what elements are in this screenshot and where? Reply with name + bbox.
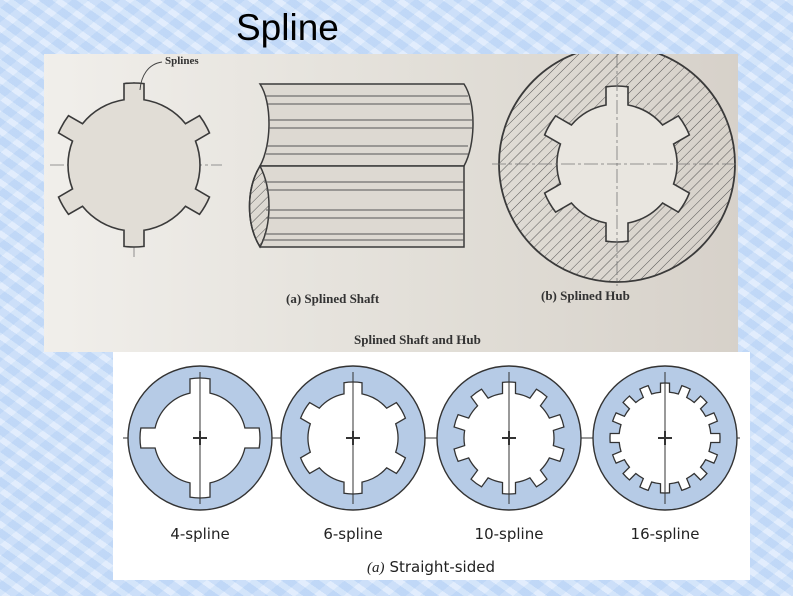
spline-hub-4 xyxy=(127,365,273,511)
straight-sided-spline-profiles: 4-spline 6-spline 10-spline 16-spline (a… xyxy=(113,352,750,580)
shaft-end-view xyxy=(50,82,222,259)
caption-text: Straight-sided xyxy=(389,558,495,576)
caption-splined-hub: (b) Splined Hub xyxy=(541,288,630,303)
splined-shaft-hub-scan: Splines (a) Splined Shaft (b) Splined xyxy=(44,54,738,352)
caption-splined-shaft-and-hub: Splined Shaft and Hub xyxy=(354,332,481,347)
center-cross xyxy=(658,431,672,445)
scan-figure-svg: Splines (a) Splined Shaft (b) Splined xyxy=(50,54,738,347)
profile-label-10-spline: 10-spline xyxy=(475,525,544,543)
center-cross xyxy=(346,431,360,445)
shaft-side-view xyxy=(248,83,474,249)
spline-hub-16 xyxy=(592,365,738,511)
profile-label-6-spline: 6-spline xyxy=(323,525,382,543)
spline-hub-6 xyxy=(280,365,426,511)
profile-label-16-spline: 16-spline xyxy=(631,525,700,543)
spline-profiles-svg: 4-spline 6-spline 10-spline 16-spline (a… xyxy=(123,365,740,576)
profile-label-4-spline: 4-spline xyxy=(170,525,229,543)
figure-caption: (a)Straight-sided xyxy=(367,558,495,576)
center-cross xyxy=(193,431,207,445)
slide-title: Spline xyxy=(236,7,339,48)
center-cross xyxy=(502,431,516,445)
splines-callout-label: Splines xyxy=(165,55,199,67)
splines-callout: Splines xyxy=(139,55,199,91)
hub-section-view xyxy=(492,54,738,286)
caption-prefix: (a) xyxy=(367,560,385,576)
caption-splined-shaft: (a) Splined Shaft xyxy=(286,291,380,306)
spline-hub-10 xyxy=(436,365,582,511)
